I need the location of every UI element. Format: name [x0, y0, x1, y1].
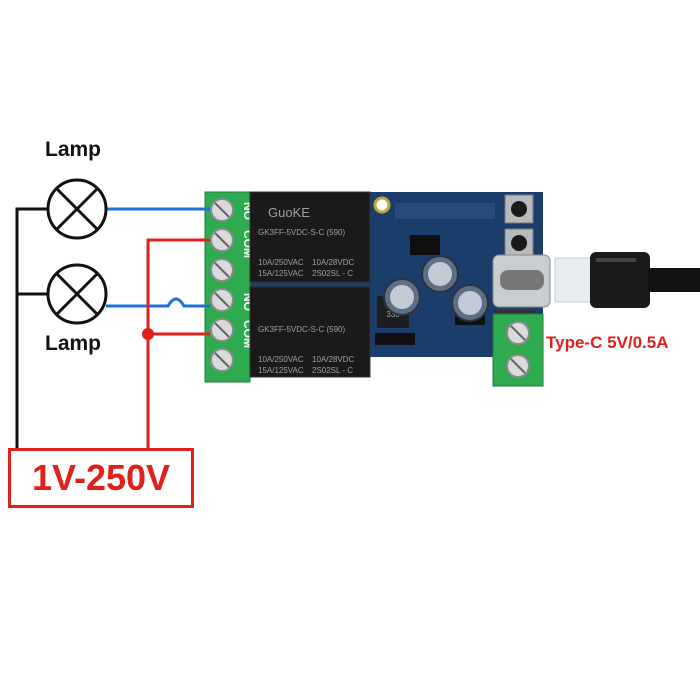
- tact-button: [504, 194, 534, 224]
- inductor-marking: 330: [386, 310, 400, 319]
- lamp-icon: [46, 178, 108, 240]
- screw-terminal: [210, 348, 234, 372]
- junction-dot: [142, 328, 154, 340]
- relay-model: GK3FF-5VDC-S-C (590): [258, 325, 345, 334]
- relay-top: GuoKE GK3FF-5VDC-S-C (590) 10A/250VAC 15…: [249, 191, 371, 283]
- tact-button: [504, 228, 534, 258]
- power-terminal-block: [492, 313, 544, 387]
- screw-terminal: [210, 258, 234, 282]
- lamp-wire-bottom: [106, 297, 210, 308]
- neutral-wire: [15, 207, 48, 452]
- usb-c-cable: [554, 252, 700, 308]
- relay-rating: 10A/28VDC: [312, 258, 354, 267]
- relay-rating: 10A/250VAC: [258, 355, 304, 364]
- screw-terminal: [210, 318, 234, 342]
- capacitor: [451, 284, 489, 322]
- relay-model: GK3FF-5VDC-S-C (590): [258, 228, 345, 237]
- relay-rating: 15A/125VAC: [258, 366, 304, 375]
- screw-terminal: [210, 228, 234, 252]
- relay-terminal-block: [204, 191, 251, 383]
- live-wire: [146, 238, 210, 452]
- relay-brand: GuoKE: [268, 205, 310, 220]
- lamp-top-label: Lamp: [45, 138, 102, 161]
- relay-bottom: GK3FF-5VDC-S-C (590) 10A/250VAC 15A/125V…: [249, 286, 371, 378]
- relay-rating: 10A/250VAC: [258, 258, 304, 267]
- lamp-bottom-label: Lamp: [45, 332, 102, 355]
- screw-terminal: [210, 198, 234, 222]
- relay-rating: 2S02SL - C: [312, 366, 353, 375]
- mounting-hole: [373, 196, 391, 214]
- relay-rating: 2S02SL - C: [312, 269, 353, 278]
- relay-rating: 10A/28VDC: [312, 355, 354, 364]
- lamp-icon: [46, 263, 108, 325]
- relay-rating: 15A/125VAC: [258, 269, 304, 278]
- power-supply-label: Type-C 5V/0.5A: [546, 333, 669, 352]
- capacitor: [383, 278, 421, 316]
- capacitor: [421, 255, 459, 293]
- screw-terminal: [210, 288, 234, 312]
- voltage-label: 1V-250V: [31, 457, 171, 498]
- voltage-source-box: 1V-250V: [8, 448, 194, 508]
